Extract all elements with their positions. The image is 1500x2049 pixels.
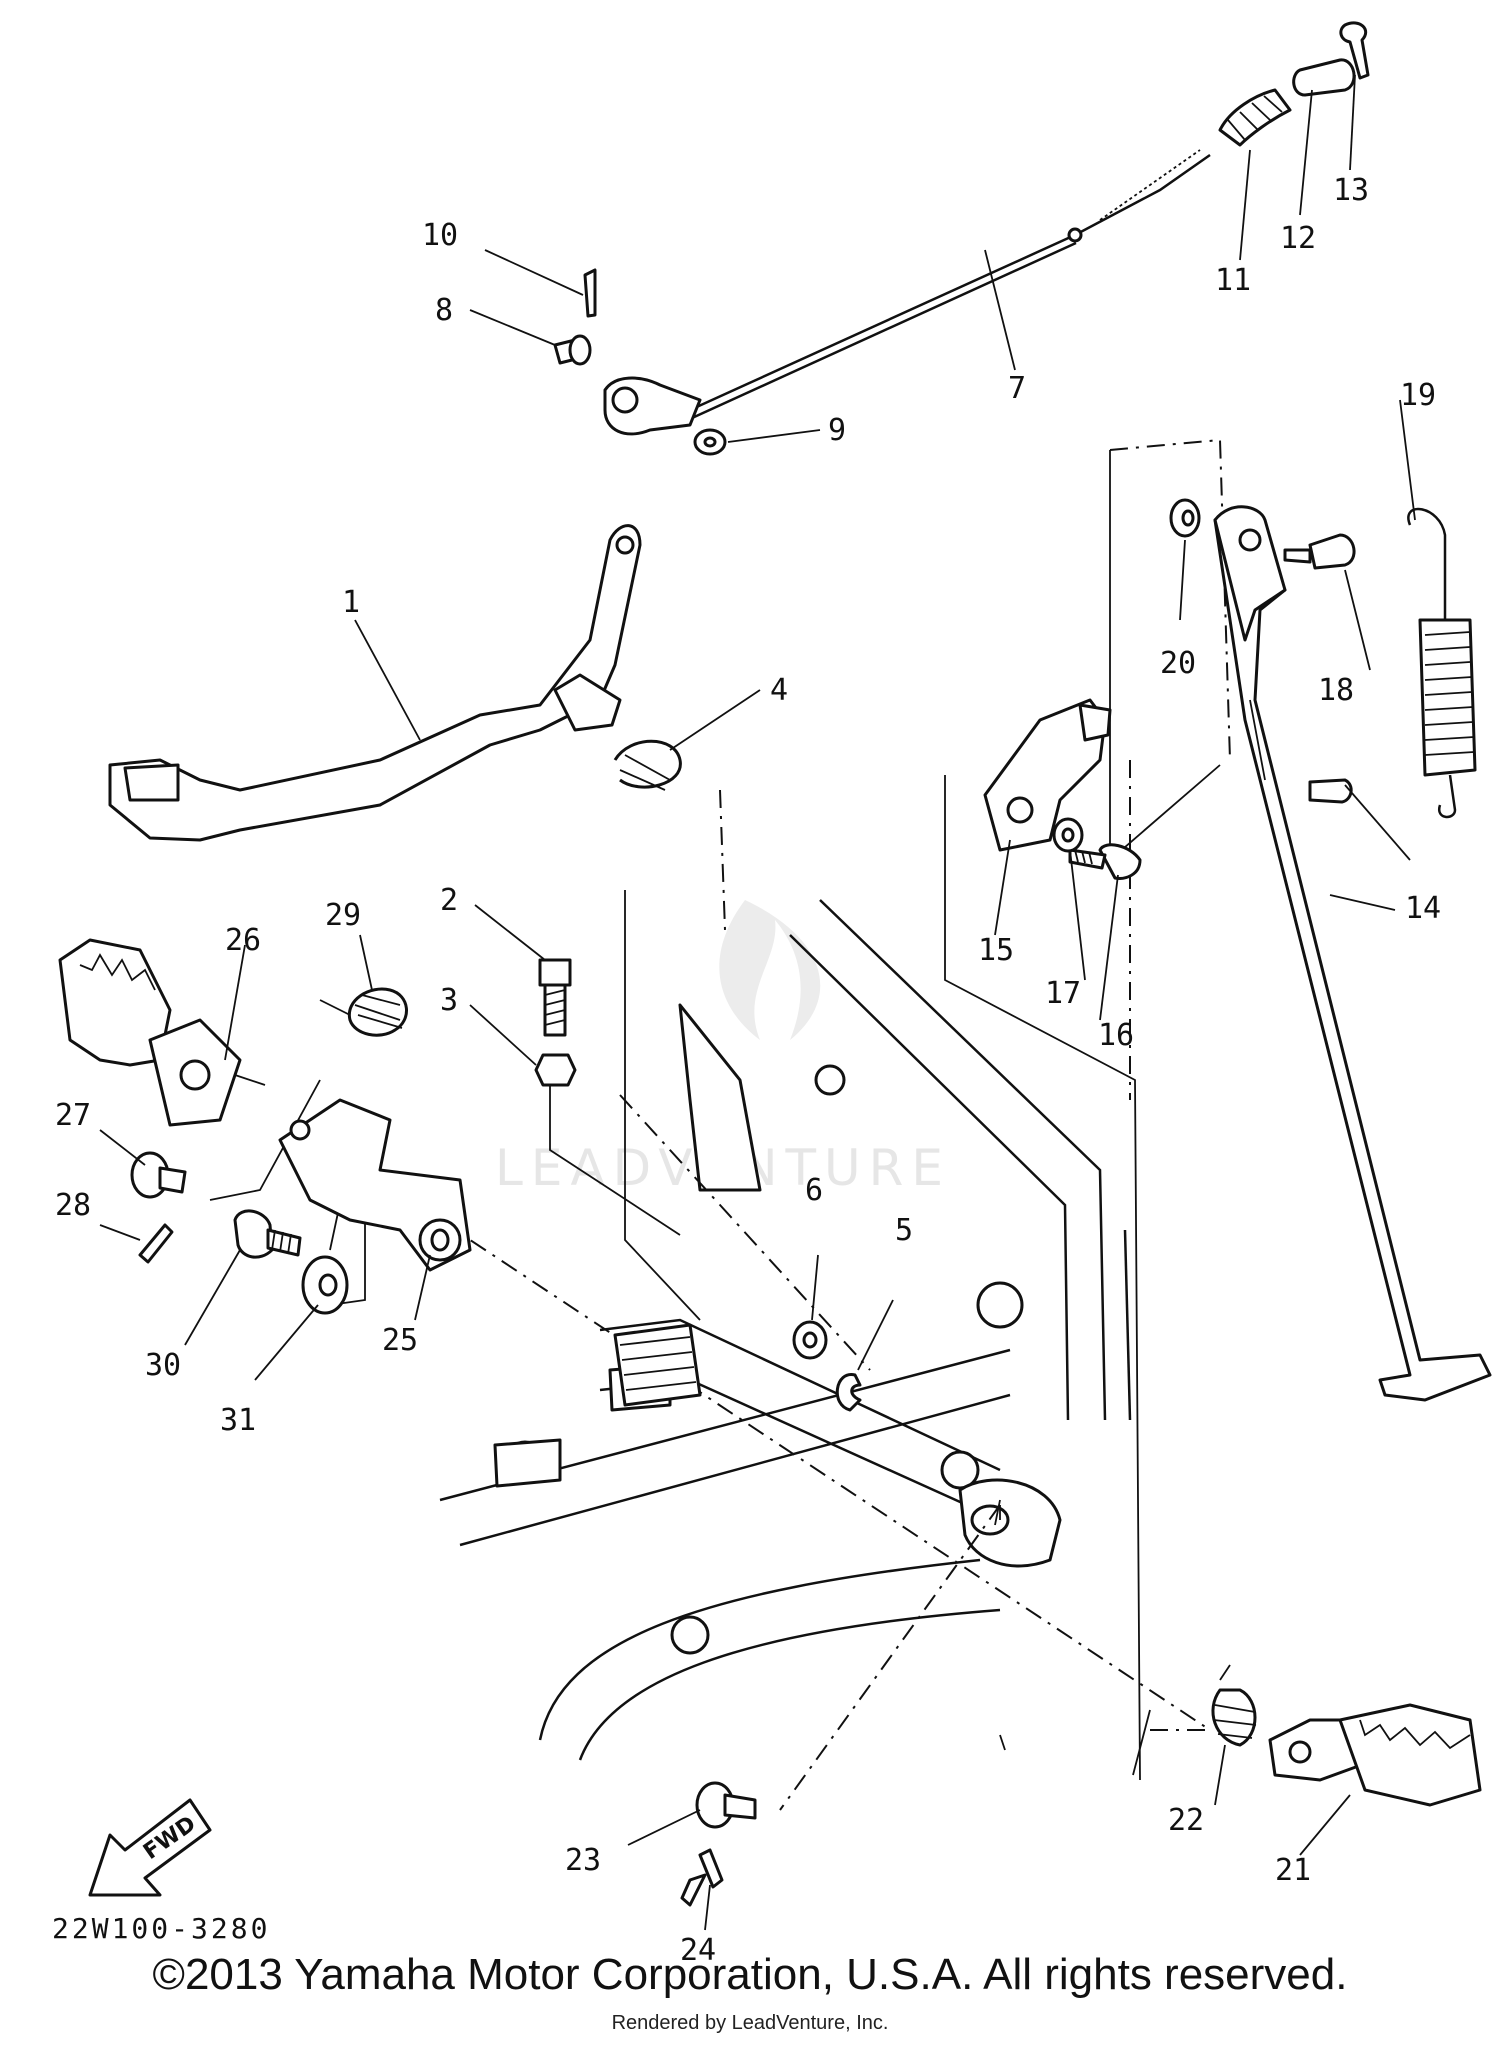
pivot-shaft — [613, 1323, 702, 1407]
callout-9: 9 — [828, 413, 846, 448]
washer-9 — [693, 428, 727, 456]
callout-27: 27 — [55, 1098, 91, 1133]
callout-7: 7 — [1008, 371, 1026, 406]
callout-18: 18 — [1318, 673, 1354, 708]
callout-26: 26 — [225, 923, 261, 958]
callout-15: 15 — [978, 933, 1014, 968]
copyright-notice: ©2013 Yamaha Motor Corporation, U.S.A. A… — [152, 1950, 1348, 1999]
callout-20: 20 — [1160, 646, 1196, 681]
washer-6 — [792, 1320, 828, 1360]
callout-13: 13 — [1333, 173, 1369, 208]
parts-diagram: LEADVENTURE — [55, 21, 1492, 1968]
callout-8: 8 — [435, 293, 453, 328]
callout-numbers: 1 2 3 4 5 6 7 8 9 10 11 12 13 14 15 16 1… — [55, 173, 1441, 1968]
pin-8 — [553, 334, 592, 366]
callout-30: 30 — [145, 1348, 181, 1383]
callout-29: 29 — [325, 898, 361, 933]
rod-joint — [1292, 58, 1356, 97]
callout-21: 21 — [1275, 1853, 1311, 1888]
footrest-right — [1268, 1703, 1482, 1807]
bolt-30 — [233, 1209, 302, 1259]
footrest-left — [58, 938, 242, 1127]
callout-3: 3 — [440, 983, 458, 1018]
bolt-2 — [538, 958, 572, 1037]
bolt-18 — [1283, 533, 1356, 570]
cotter-pin-13 — [1339, 21, 1370, 80]
callout-4: 4 — [770, 673, 788, 708]
callout-28: 28 — [55, 1188, 91, 1223]
footrest-bracket-left — [278, 1098, 472, 1272]
pin-23 — [695, 1781, 757, 1829]
callout-10: 10 — [422, 218, 458, 253]
callout-2: 2 — [440, 883, 458, 918]
pedal-spring — [613, 739, 682, 791]
sidestand-bracket — [983, 698, 1112, 852]
callout-25: 25 — [382, 1323, 418, 1358]
callout-24: 24 — [680, 1933, 716, 1968]
callout-1: 1 — [342, 585, 360, 620]
spring-29 — [319, 987, 408, 1037]
brake-pedal — [108, 524, 642, 842]
washer-17 — [1052, 817, 1084, 853]
brake-rod — [603, 149, 1211, 436]
nut-20 — [1169, 498, 1201, 538]
cotter-pin-28 — [138, 1223, 174, 1264]
callout-31: 31 — [220, 1403, 256, 1438]
drawing-code: 22W100-3280 — [52, 1912, 271, 1945]
callout-19: 19 — [1400, 378, 1436, 413]
washer-31 — [301, 1255, 349, 1315]
callout-leaders — [99, 74, 1416, 1931]
spring-19 — [1308, 507, 1477, 819]
nut-3 — [534, 1053, 577, 1087]
callout-16: 16 — [1098, 1018, 1134, 1053]
clip-5 — [835, 1373, 862, 1412]
rendered-by-notice: Rendered by LeadVenture, Inc. — [611, 2012, 889, 2034]
callout-5: 5 — [895, 1213, 913, 1248]
cotter-pin-24 — [680, 1848, 724, 1907]
callout-17: 17 — [1045, 976, 1081, 1011]
callout-22: 22 — [1168, 1803, 1204, 1838]
bolt-16 — [1068, 843, 1142, 880]
rod-spring — [1218, 88, 1292, 147]
pin-27 — [130, 1151, 187, 1199]
cotter-pin-10 — [583, 268, 597, 318]
callout-14: 14 — [1405, 891, 1441, 926]
callout-23: 23 — [565, 1843, 601, 1878]
callout-11: 11 — [1215, 263, 1251, 298]
spring-22 — [1211, 1664, 1257, 1747]
leader-lines — [209, 438, 1231, 1811]
sidestand — [1213, 505, 1492, 1402]
callout-6: 6 — [805, 1173, 823, 1208]
fwd-arrow-icon: FWD — [88, 1798, 212, 1897]
callout-12: 12 — [1280, 221, 1316, 256]
